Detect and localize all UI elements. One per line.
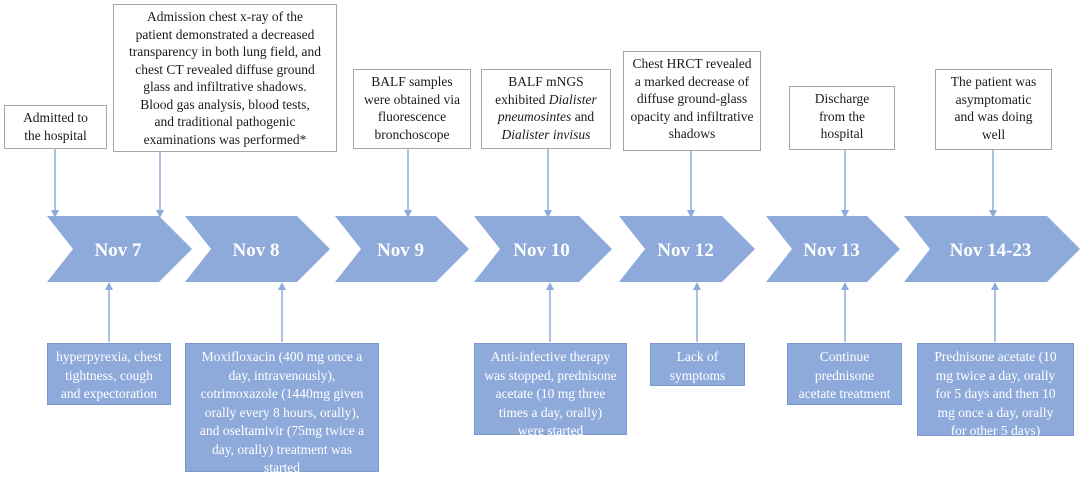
event-text: and oseltamivir (75mg twice a xyxy=(199,423,365,438)
event-text: Lack of xyxy=(676,349,719,364)
event-text: exhibited xyxy=(495,91,546,107)
event-box-nov-7-below: hyperpyrexia, chest tightness, cough and… xyxy=(47,343,171,405)
event-box-nov-10-below: Anti-infective therapy was stopped, pred… xyxy=(474,343,627,438)
event-text: Chest HRCT revealed xyxy=(632,56,752,71)
event-text: chest CT revealed diffuse ground xyxy=(135,61,315,77)
event-text: transparency in both lung field, and xyxy=(129,44,321,59)
event-text: cotrimoxazole (1440mg given xyxy=(200,386,364,401)
event-text: hospital xyxy=(820,126,864,141)
event-text: and xyxy=(574,109,595,124)
event-text: well xyxy=(981,126,1006,142)
event-text: The patient was xyxy=(950,74,1037,89)
stage-date-label: Nov 13 xyxy=(803,240,859,261)
event-text: prednisone xyxy=(814,367,875,383)
chevron-nov-8 xyxy=(185,216,330,282)
event-text: diffuse ground-glass xyxy=(636,91,748,106)
event-box-nov-8-below: Moxifloxacin (400 mg once a day, intrave… xyxy=(185,343,379,475)
event-text: patient demonstrated a decreased xyxy=(135,26,315,42)
event-text: BALF mNGS xyxy=(508,74,584,89)
chevron-nov-9 xyxy=(335,216,469,282)
stage-date-label: Nov 9 xyxy=(377,240,424,261)
event-text: mg once a day, orally xyxy=(937,404,1054,420)
event-text: and expectoration xyxy=(60,386,158,401)
event-text: day, intravenously), xyxy=(228,367,336,383)
event-box-nov-12-below: Lack of symptoms xyxy=(650,343,745,386)
stage-date-label: Nov 12 xyxy=(657,240,713,261)
event-text: started xyxy=(264,460,300,475)
event-text: for other 5 days) xyxy=(950,423,1041,438)
organism-name: Dialister invisus xyxy=(501,126,591,142)
event-text: asymptomatic xyxy=(955,91,1032,107)
chevron-nov-13 xyxy=(766,216,900,282)
event-text: BALF samples xyxy=(371,74,453,89)
chevron-nov-10 xyxy=(474,216,612,282)
event-text: shadows xyxy=(668,126,716,141)
event-text: was stopped, prednisone xyxy=(484,367,617,383)
event-text: and was doing xyxy=(954,109,1033,124)
event-text: acetate (10 mg three xyxy=(495,386,606,401)
event-text: Anti-infective therapy xyxy=(490,349,611,364)
event-text: Moxifloxacin (400 mg once a xyxy=(201,349,363,364)
event-text: glass and infiltrative shadows. xyxy=(143,79,307,94)
event-text: Blood gas analysis, blood tests, xyxy=(140,96,310,112)
event-text: examinations was performed* xyxy=(143,131,307,147)
event-text: day, orally) treatment was xyxy=(211,441,353,457)
event-text: symptoms xyxy=(669,367,726,383)
event-box-nov-14-23-above: The patient was asymptomatic and was doi… xyxy=(935,69,1052,150)
event-text: orally every 8 hours, orally), xyxy=(204,404,360,420)
event-text: were obtained via xyxy=(364,91,460,107)
event-text: the hospital xyxy=(24,127,87,143)
event-text: Continue xyxy=(819,349,870,364)
event-text: a marked decrease of xyxy=(634,73,750,89)
chevron-nov-7 xyxy=(47,216,192,282)
event-box-nov-10-above: BALF mNGS exhibited Dialister pneumosint… xyxy=(481,69,611,149)
event-text: for 5 days and then 10 xyxy=(935,386,1056,401)
stage-date-label: Nov 10 xyxy=(513,240,569,261)
event-text: fluorescence xyxy=(377,109,447,124)
event-box-nov-12-above: Chest HRCT revealed a marked decrease of… xyxy=(623,51,761,151)
organism-name: Dialister xyxy=(548,91,597,107)
chevron-nov-14-23 xyxy=(904,216,1080,282)
stage-date-label: Nov 14-23 xyxy=(950,240,1032,261)
chevron-nov-12 xyxy=(619,216,755,282)
event-text: from the xyxy=(818,108,866,124)
event-text: tightness, cough xyxy=(65,367,153,383)
event-text: bronchoscope xyxy=(374,126,450,142)
event-box-nov-7-above: Admitted to the hospital xyxy=(4,105,107,149)
event-text: times a day, orally) xyxy=(498,404,603,420)
event-text: Discharge xyxy=(814,91,870,106)
event-text: Prednisone acetate (10 xyxy=(934,349,1057,364)
event-box-nov-8-above: Admission chest x-ray of the patient dem… xyxy=(113,4,337,152)
event-box-nov-9-above: BALF samples were obtained via fluoresce… xyxy=(353,69,471,149)
event-text: acetate treatment xyxy=(798,386,891,401)
event-text: were started xyxy=(517,423,584,438)
event-box-nov-13-above: Discharge from the hospital xyxy=(789,86,895,150)
event-text: mg twice a day, orally xyxy=(935,367,1056,383)
stage-date-label: Nov 7 xyxy=(95,240,142,261)
event-box-nov-13-below: Continue prednisone acetate treatment xyxy=(787,343,902,405)
event-text: and traditional pathogenic xyxy=(154,114,296,129)
event-text: opacity and infiltrative xyxy=(630,108,754,124)
event-text: Admitted to xyxy=(23,110,88,125)
organism-name: pneumosintes xyxy=(497,109,572,124)
event-text: hyperpyrexia, chest xyxy=(56,349,162,364)
stage-date-label: Nov 8 xyxy=(233,240,280,261)
event-text: Admission chest x-ray of the xyxy=(147,9,303,24)
event-box-nov-14-23-below: Prednisone acetate (10 mg twice a day, o… xyxy=(917,343,1074,438)
